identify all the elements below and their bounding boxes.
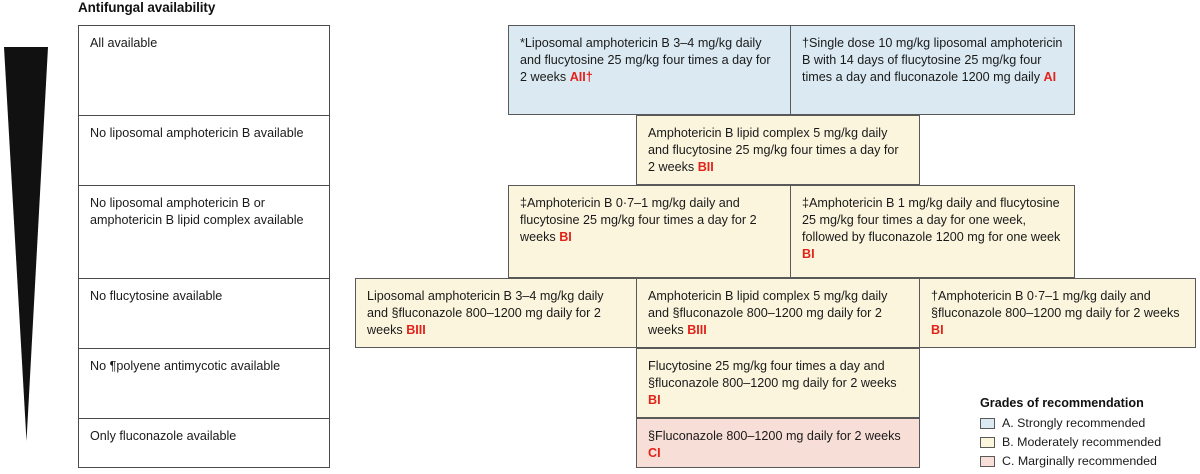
availability-row-2: No liposomal amphotericin B or amphoteri… [79,186,329,279]
regimen-box-r1b: †Single dose 10 mg/kg liposomal amphoter… [790,25,1075,115]
legend-label: A. Strongly recommended [1002,416,1146,430]
severity-triangle-icon [4,47,48,441]
availability-label: No ¶polyene antimycotic available [90,359,281,373]
legend-swatch-a-icon [980,418,995,430]
availability-column: All available No liposomal amphotericin … [78,25,330,468]
legend-swatch-b-icon [980,437,995,449]
grade-badge: AII† [569,69,593,84]
regimen-text: ‡Amphotericin B 0·7–1 mg/kg daily and fl… [520,196,757,244]
regimen-text: Amphotericin B lipid complex 5 mg/kg dai… [648,289,888,337]
regimen-box-r2a: Amphotericin B lipid complex 5 mg/kg dai… [636,115,920,185]
grade-badge: BI [931,322,944,337]
legend-item-a: A. Strongly recommended [980,415,1196,433]
regimen-text: §Fluconazole 800–1200 mg daily for 2 wee… [648,429,901,443]
regimen-box-r3a: ‡Amphotericin B 0·7–1 mg/kg daily and fl… [508,185,791,278]
regimen-box-r5a: Flucytosine 25 mg/kg four times a day an… [636,348,920,418]
regimen-text: Liposomal amphotericin B 3–4 mg/kg daily… [367,289,604,337]
regimen-box-r4c: †Amphotericin B 0·7–1 mg/kg daily and §f… [919,278,1196,348]
regimen-box-r1a: *Liposomal amphotericin B 3–4 mg/kg dail… [508,25,791,115]
regimen-text: Flucytosine 25 mg/kg four times a day an… [648,359,897,390]
availability-label: No liposomal amphotericin B or amphoteri… [90,196,304,227]
availability-row-4: No ¶polyene antimycotic available [79,349,329,419]
availability-label: No flucytosine available [90,289,223,303]
grade-badge: BIII [687,322,707,337]
availability-label: No liposomal amphotericin B available [90,126,304,140]
legend-label: B. Moderately recommended [1002,434,1162,449]
grade-badge: CI [648,445,661,460]
availability-row-1: No liposomal amphotericin B available [79,116,329,186]
page-title: Antifungal availability [78,0,216,15]
grade-badge: BI [648,392,661,407]
regimen-box-r6a: §Fluconazole 800–1200 mg daily for 2 wee… [636,418,920,468]
grade-badge: AI [1043,69,1057,84]
legend-title: Grades of recommendation [980,396,1144,410]
legend-swatch-c-icon [980,456,995,468]
grade-badge: BI [559,229,572,244]
regimen-box-r4a: Liposomal amphotericin B 3–4 mg/kg daily… [355,278,638,348]
grade-badge: BI [802,246,815,261]
grade-badge: BII [697,159,714,174]
grade-badge: BIII [406,322,426,337]
legend-label: C. Marginally recommended [1002,453,1157,468]
legend-item-c: C. Marginally recommended [980,453,1196,471]
regimen-text: †Amphotericin B 0·7–1 mg/kg daily and §f… [931,289,1180,320]
availability-row-0: All available [79,26,329,116]
legend: Grades of recommendation A. Strongly rec… [980,396,1196,472]
regimen-text: Amphotericin B lipid complex 5 mg/kg dai… [648,126,899,174]
regimen-text: *Liposomal amphotericin B 3–4 mg/kg dail… [520,36,771,84]
regimen-box-r4b: Amphotericin B lipid complex 5 mg/kg dai… [636,278,920,348]
availability-row-5: Only fluconazole available [79,419,329,466]
legend-item-b: B. Moderately recommended [980,434,1196,452]
regimen-text: ‡Amphotericin B 1 mg/kg daily and flucyt… [802,196,1061,244]
availability-label: Only fluconazole available [90,429,237,443]
availability-row-3: No flucytosine available [79,279,329,349]
regimen-text: †Single dose 10 mg/kg liposomal amphoter… [802,36,1063,84]
availability-label: All available [90,36,158,50]
regimen-box-r3b: ‡Amphotericin B 1 mg/kg daily and flucyt… [790,185,1075,278]
